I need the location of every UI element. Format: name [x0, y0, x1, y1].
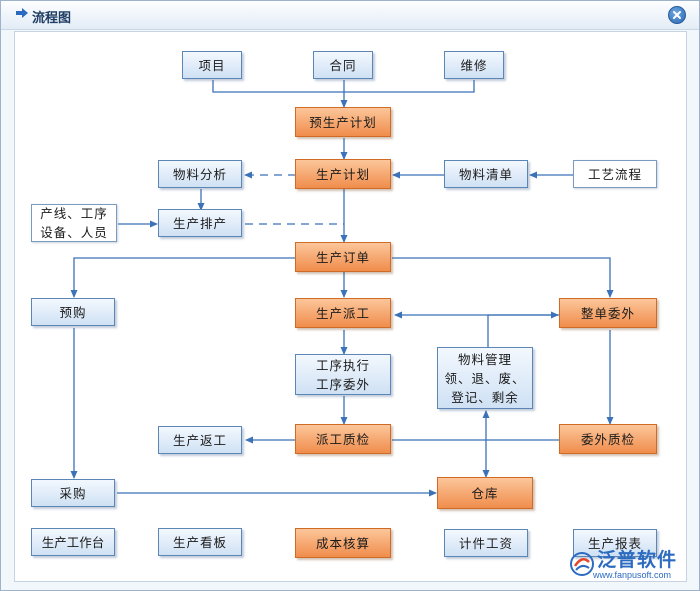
- node-production-dispatch[interactable]: 生产派工: [295, 298, 391, 328]
- node-piece-wage[interactable]: 计件工资: [444, 529, 528, 557]
- brand-watermark: 泛普软件 www.fanpusoft.com: [569, 545, 691, 585]
- node-process-execution[interactable]: 工序执行 工序委外: [295, 354, 391, 395]
- node-production-report[interactable]: 生产报表: [573, 529, 657, 557]
- node-scheduling[interactable]: 生产排产: [158, 209, 242, 237]
- node-pre-production-plan[interactable]: 预生产计划: [295, 107, 391, 137]
- arrow-right-icon: [16, 8, 28, 18]
- node-warehouse[interactable]: 仓库: [437, 477, 533, 509]
- node-production-kanban[interactable]: 生产看板: [158, 528, 242, 556]
- node-bill-of-materials[interactable]: 物料清单: [444, 160, 528, 188]
- brand-name: 泛普软件: [597, 549, 678, 571]
- node-item[interactable]: 项目: [182, 51, 242, 79]
- node-material-management[interactable]: 物料管理 领、退、废、 登记、剩余: [437, 347, 533, 409]
- window-title: 流程图: [32, 11, 72, 26]
- node-material-analysis[interactable]: 物料分析: [158, 160, 242, 188]
- node-process-flow[interactable]: 工艺流程: [573, 160, 657, 188]
- close-icon[interactable]: [668, 6, 686, 24]
- node-cost-accounting[interactable]: 成本核算: [295, 528, 391, 558]
- node-pre-purchase[interactable]: 预购: [31, 298, 115, 326]
- node-outsource-qc[interactable]: 委外质检: [559, 424, 657, 454]
- node-production-workbench[interactable]: 生产工作台: [31, 528, 115, 556]
- node-dispatch-qc[interactable]: 派工质检: [295, 424, 391, 454]
- connectors: [70, 80, 614, 497]
- node-production-plan[interactable]: 生产计划: [295, 159, 391, 189]
- brand-logo-icon: [570, 552, 594, 576]
- node-line-resources[interactable]: 产线、工序 设备、人员: [31, 204, 117, 242]
- node-outsource-order[interactable]: 整单委外: [559, 298, 657, 328]
- brand-url: www.fanpusoft.com: [593, 570, 672, 580]
- node-repair[interactable]: 维修: [444, 51, 504, 79]
- title-bar: 流程图: [1, 1, 699, 30]
- node-contract[interactable]: 合同: [313, 51, 373, 79]
- node-purchase[interactable]: 采购: [31, 479, 115, 507]
- node-production-rework[interactable]: 生产返工: [158, 426, 242, 454]
- node-production-order[interactable]: 生产订单: [295, 242, 391, 272]
